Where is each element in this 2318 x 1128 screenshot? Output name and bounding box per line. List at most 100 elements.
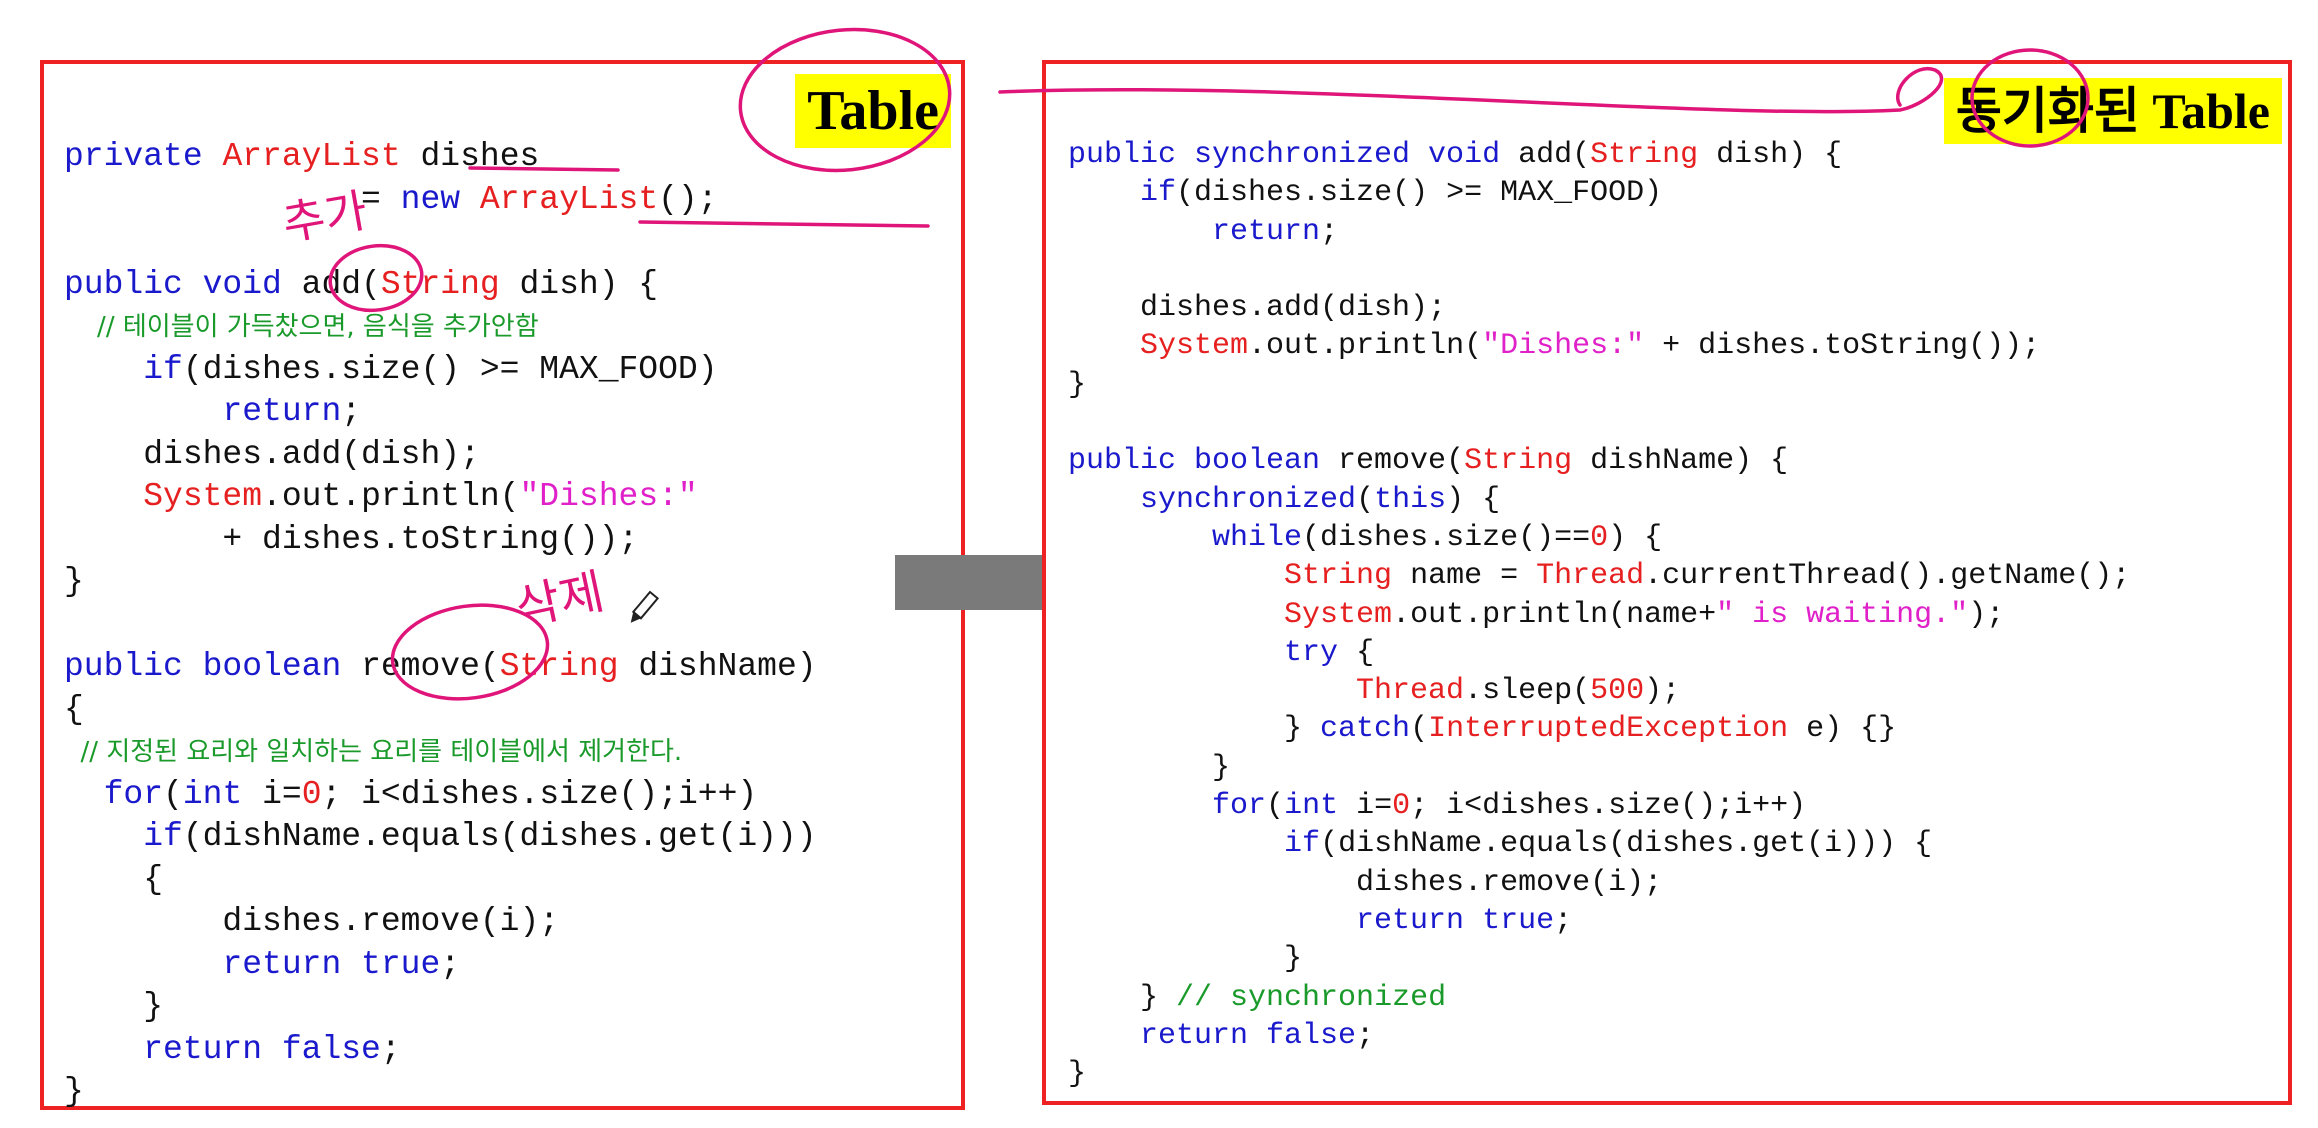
- code-token: (: [1266, 789, 1285, 824]
- code-line: }: [1068, 366, 2130, 404]
- code-token: i=: [1338, 789, 1393, 824]
- code-line: return true;: [64, 944, 817, 987]
- code-token: =: [64, 180, 401, 218]
- code-token: .currentThread().getName();: [1644, 559, 2131, 594]
- code-token: Thread: [1536, 559, 1645, 594]
- code-token: String: [1284, 559, 1393, 594]
- code-line: }: [64, 561, 817, 604]
- code-line: [64, 221, 817, 264]
- code-token: }: [64, 563, 84, 600]
- code-token: "Dishes:": [1482, 329, 1645, 364]
- code-token: }: [64, 1073, 84, 1110]
- code-line: [1068, 404, 2130, 442]
- code-line: + dishes.toString());: [64, 519, 817, 562]
- code-token: (dishes.size() >= MAX_FOOD): [1176, 176, 1663, 211]
- code-token: " is waiting.": [1716, 597, 1969, 632]
- code-token: 500: [1590, 674, 1645, 709]
- code-token: ;: [1554, 903, 1573, 938]
- code-token: ArrayList: [479, 180, 659, 218]
- code-token: .out.println(: [1248, 329, 1483, 364]
- code-token: new: [400, 180, 461, 218]
- code-token: ArrayList: [222, 138, 401, 175]
- code-token: Thread: [1356, 674, 1465, 709]
- code-token: ) {: [1446, 482, 1501, 517]
- code-token: ;: [380, 1030, 401, 1068]
- code-token: [1068, 215, 1212, 249]
- code-token: {: [64, 860, 164, 898]
- code-token: ) {: [1608, 520, 1663, 555]
- code-token: // 지정된 요리와 일치하는 요리를 테이블에서 제거한다.: [64, 737, 683, 767]
- code-line: return false;: [1068, 1017, 2130, 1055]
- code-line: dishes.add(dish);: [64, 434, 817, 477]
- code-line: dishes.remove(i);: [64, 901, 817, 944]
- code-token: }: [1068, 980, 1177, 1015]
- code-token: if: [1284, 827, 1321, 862]
- code-line: return;: [64, 391, 817, 434]
- code-line: // 지정된 요리와 일치하는 요리를 테이블에서 제거한다.: [64, 731, 817, 774]
- code-token: try: [1284, 635, 1339, 670]
- code-token: String: [380, 265, 500, 303]
- right-panel-title: 동기화된 Table: [1943, 78, 2282, 144]
- code-token: [64, 1031, 143, 1068]
- code-token: return false: [1140, 1018, 1357, 1053]
- code-line: }: [1068, 749, 2130, 787]
- code-token: for: [1212, 789, 1267, 824]
- code-token: dishes.remove(i);: [64, 903, 560, 940]
- code-token: 0: [1590, 520, 1609, 555]
- code-token: [1068, 904, 1356, 938]
- code-token: InterruptedException: [1428, 712, 1789, 747]
- code-line: [1068, 251, 2130, 289]
- code-line: if(dishes.size() >= MAX_FOOD): [64, 349, 817, 392]
- left-code-panel: Table private ArrayList dishes = new Arr…: [40, 60, 965, 1110]
- code-line: String name = Thread.currentThread().get…: [1068, 557, 2130, 595]
- code-token: if: [143, 350, 183, 388]
- code-token: dish) {: [499, 265, 659, 303]
- code-line: dishes.add(dish);: [1068, 289, 2130, 327]
- code-line: private ArrayList dishes: [64, 136, 817, 179]
- left-panel-title: Table: [795, 74, 951, 148]
- code-token: [1068, 329, 1140, 363]
- code-token: String: [1464, 444, 1573, 479]
- code-token: for: [103, 775, 164, 813]
- code-token: add(: [1518, 138, 1591, 172]
- code-token: this: [1374, 482, 1447, 517]
- code-line: synchronized(this) {: [1068, 481, 2130, 519]
- right-code-panel: 동기화된 Table public synchronized void add(…: [1042, 60, 2292, 1105]
- code-token: dishes.add(dish);: [1068, 291, 1447, 326]
- code-line: } // synchronized: [1068, 979, 2130, 1017]
- code-line: if(dishes.size() >= MAX_FOOD): [1068, 174, 2130, 212]
- code-token: ;: [1356, 1018, 1375, 1053]
- code-token: );: [1644, 674, 1681, 709]
- code-token: dishes: [400, 138, 540, 175]
- code-token: [1068, 176, 1140, 210]
- code-line: while(dishes.size()==0) {: [1068, 519, 2130, 557]
- code-line: dishes.remove(i);: [1068, 864, 2130, 902]
- code-line: return;: [1068, 213, 2130, 251]
- code-line: {: [64, 689, 817, 732]
- code-token: public boolean: [1068, 444, 1339, 479]
- code-token: public void: [64, 265, 302, 303]
- code-token: [1068, 636, 1284, 670]
- code-token: (dishName.equals(dishes.get(i))): [182, 818, 817, 855]
- code-token: ;: [1320, 214, 1339, 249]
- code-token: int: [1284, 789, 1339, 824]
- code-token: [1068, 789, 1212, 823]
- code-line: [64, 604, 817, 647]
- code-token: if: [1140, 176, 1177, 211]
- code-token: ; i<dishes.size();i++): [1410, 789, 1807, 824]
- right-code-block: public synchronized void add(String dish…: [1068, 136, 2130, 1093]
- code-token: [1068, 827, 1284, 861]
- code-token: ; i<dishes.size();i++): [321, 775, 758, 813]
- code-token: .out.println(name+: [1392, 597, 1717, 632]
- code-line: return false;: [64, 1029, 817, 1072]
- code-line: public boolean remove(String dishName): [64, 646, 817, 689]
- code-token: (dishes.size() >= MAX_FOOD): [182, 350, 718, 388]
- code-token: + dishes.toString());: [64, 520, 639, 558]
- code-token: (dishName.equals(dishes.get(i))) {: [1320, 827, 1933, 862]
- code-line: System.out.println("Dishes:": [64, 476, 817, 519]
- code-line: } catch(InterruptedException e) {}: [1068, 710, 2130, 748]
- code-token: return: [222, 393, 342, 430]
- code-line: = new ArrayList();: [64, 179, 817, 222]
- code-token: [1068, 521, 1212, 555]
- code-token: [64, 946, 222, 983]
